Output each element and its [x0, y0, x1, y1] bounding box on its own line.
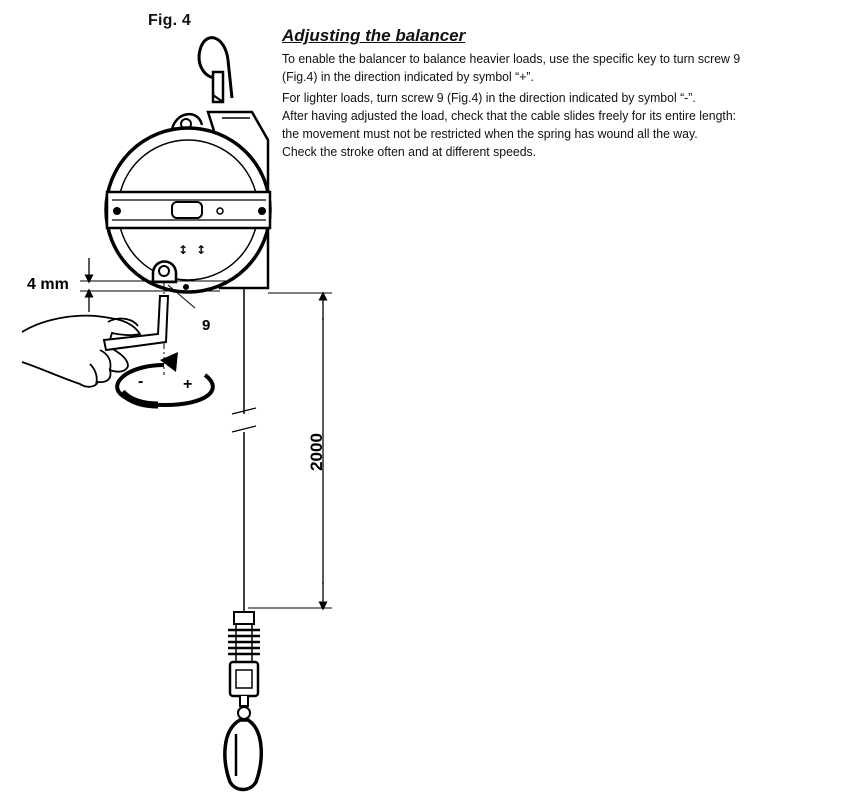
adjust-mark-left-icon: ↕ — [178, 243, 188, 257]
instruction-line-5: the movement must not be restricted when… — [282, 126, 698, 141]
top-hook — [197, 36, 234, 104]
instruction-line-4: After having adjusted the load, check th… — [282, 108, 737, 123]
screw-number: 9 — [202, 317, 210, 334]
instruction-line-2: (Fig.4) in the direction indicated by sy… — [282, 69, 534, 84]
screw-leader-line — [167, 284, 196, 309]
adjust-mark-right-icon: ↕ — [196, 243, 206, 257]
minus-symbol: - — [138, 373, 143, 390]
cable — [231, 288, 257, 612]
clearance-label: 4 mm — [27, 276, 69, 293]
cable-stop-and-hook — [223, 611, 263, 792]
section-heading: Adjusting the balancer — [282, 26, 466, 45]
stroke-dimension — [248, 291, 332, 611]
stroke-length: 2000 — [307, 433, 326, 471]
clearance-dimension — [80, 258, 230, 312]
balancer-housing: ↕ ↕ — [104, 110, 272, 294]
instruction-line-3: For lighter loads, turn screw 9 (Fig.4) … — [282, 90, 696, 105]
instruction-line-6: Check the stroke often and at different … — [282, 144, 537, 159]
figure-label: Fig. 4 — [148, 12, 191, 29]
rotation-arrow — [115, 352, 215, 409]
instructions-block: Adjusting the balancer To enable the bal… — [282, 26, 832, 161]
instruction-line-1: To enable the balancer to balance heavie… — [282, 51, 741, 66]
plus-symbol: + — [183, 376, 192, 393]
hand-with-key — [21, 295, 170, 388]
